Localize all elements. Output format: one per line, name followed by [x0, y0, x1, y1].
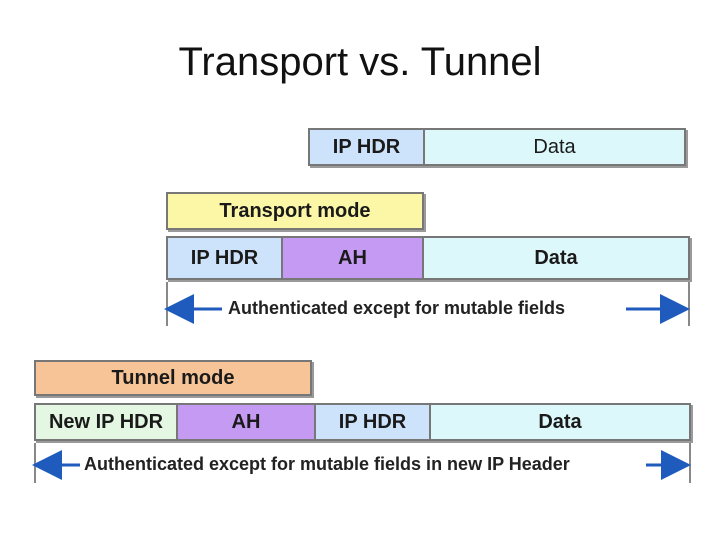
original-ip-hdr: IP HDR: [308, 128, 425, 166]
transport-auth-note: Authenticated except for mutable fields: [224, 298, 570, 319]
transport-data: Data: [422, 236, 690, 280]
page-title: Transport vs. Tunnel: [178, 40, 542, 84]
tunnel-data: Data: [429, 403, 691, 441]
tunnel-ip-hdr: IP HDR: [314, 403, 431, 441]
tunnel-mode-label: Tunnel mode: [34, 360, 312, 396]
original-data: Data: [423, 128, 686, 166]
transport-mode-label: Transport mode: [166, 192, 424, 230]
tunnel-ah: AH: [176, 403, 316, 441]
tunnel-new-ip-hdr: New IP HDR: [34, 403, 178, 441]
tunnel-auth-note: Authenticated except for mutable fields …: [80, 454, 574, 475]
